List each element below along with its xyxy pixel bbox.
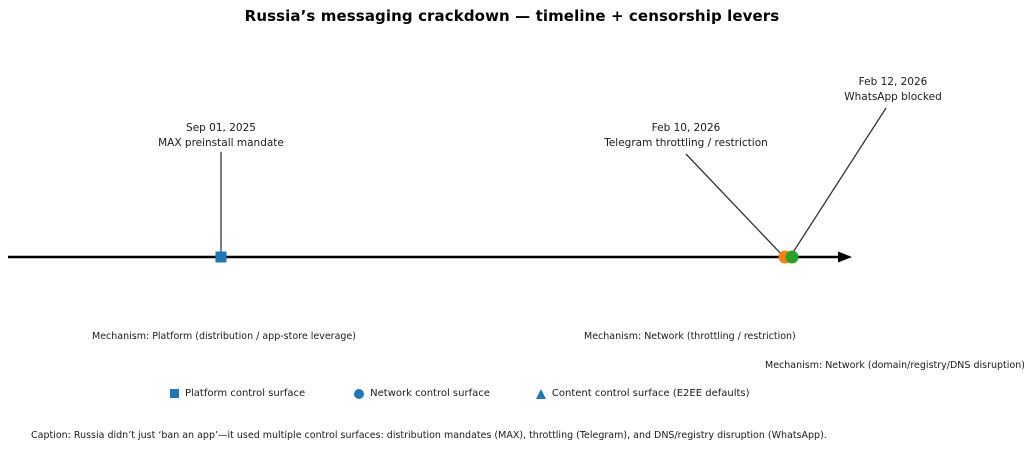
mechanism-note-max: Mechanism: Platform (distribution / app-… <box>92 331 356 342</box>
event-marker-max[interactable] <box>215 251 227 263</box>
mechanism-note-whatsapp: Mechanism: Network (domain/registry/DNS … <box>765 360 1024 371</box>
page-title: Russia’s messaging crackdown — timeline … <box>244 7 780 25</box>
square-marker-icon <box>163 389 185 398</box>
legend-label-platform: Platform control surface <box>185 388 306 399</box>
event-annotation-whatsapp: Feb 12, 2026 WhatsApp blocked <box>803 75 983 105</box>
event-label-whatsapp: WhatsApp blocked <box>844 91 942 103</box>
event-marker-whatsapp[interactable] <box>785 250 799 264</box>
timeline-axis <box>8 251 852 263</box>
legend-label-network: Network control surface <box>370 388 490 399</box>
legend: Platform control surface Network control… <box>163 388 750 399</box>
circle-marker-icon <box>348 388 370 399</box>
event-date-max: Sep 01, 2025 <box>186 122 256 134</box>
figure-caption: Caption: Russia didn’t just ‘ban an app’… <box>31 430 827 441</box>
event-date-telegram: Feb 10, 2026 <box>651 122 721 134</box>
legend-item-content[interactable]: Content control surface (E2EE defaults) <box>530 388 750 399</box>
event-label-max: MAX preinstall mandate <box>158 137 284 149</box>
event-annotation-telegram: Feb 10, 2026 Telegram throttling / restr… <box>566 121 806 151</box>
triangle-marker-icon <box>530 388 552 399</box>
legend-label-content: Content control surface (E2EE defaults) <box>551 388 750 399</box>
leader-line-telegram <box>685 153 785 258</box>
legend-item-network[interactable]: Network control surface <box>348 388 490 399</box>
leader-line-whatsapp <box>789 107 887 258</box>
event-annotation-max: Sep 01, 2025 MAX preinstall mandate <box>121 121 321 151</box>
event-label-telegram: Telegram throttling / restriction <box>604 137 768 149</box>
mechanism-note-telegram: Mechanism: Network (throttling / restric… <box>584 331 796 342</box>
event-date-whatsapp: Feb 12, 2026 <box>858 76 928 88</box>
legend-item-platform[interactable]: Platform control surface <box>163 388 305 399</box>
